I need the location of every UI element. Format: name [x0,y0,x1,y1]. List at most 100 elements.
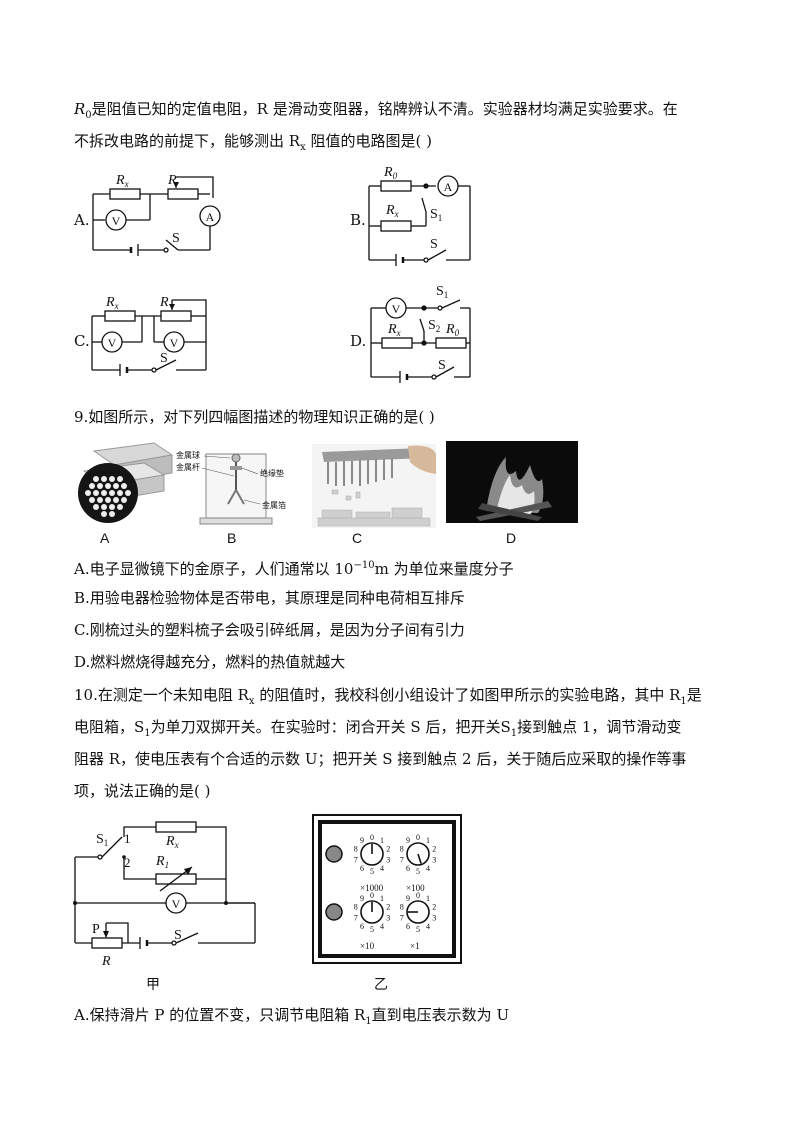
dial-digit: 2 [432,845,436,854]
svg-text:R: R [159,295,169,310]
q9-stem: 9.如图所示，对下列四幅图描述的物理知识正确的是( ) [74,408,435,426]
q8-option-d-label: D. [350,332,367,350]
dial-digit: 8 [400,845,404,854]
q10-stem-line1: 10.在测定一个未知电阻 Rx 的阻值时，我校科创小组设计了如图甲所示的实验电路… [74,686,702,707]
dial-digit: 6 [360,864,364,873]
svg-text:V: V [392,302,401,316]
q9-photo-d-fire [446,441,578,523]
svg-text:金属杆: 金属杆 [176,462,200,472]
q8-option-b-label: B. [350,211,366,229]
dial-digit: 5 [370,925,374,934]
svg-text:×1: ×1 [410,941,420,951]
svg-text:V: V [170,336,179,350]
dial-digit: 2 [432,903,436,912]
svg-text:R0: R0 [445,322,460,338]
dial-digit: 0 [416,833,420,842]
dial-digit: 6 [406,922,410,931]
dial-digit: 3 [432,913,436,922]
svg-text:S1: S1 [430,207,442,223]
svg-text:Rx: Rx [105,295,119,311]
q10-stem-line4: 项，说法正确的是( ) [74,782,211,800]
dial-digit: 4 [380,922,384,931]
svg-text:A: A [444,180,453,194]
q10-stem-line2: 电阻箱，S1为单刀双掷开关。在实验时：闭合开关 S 后，把开关S1接到触点 1，… [74,718,682,739]
dial-digit: 9 [360,894,364,903]
q10-option-a: A.保持滑片 P 的位置不变，只调节电阻箱 R1直到电压表示数为 U [74,1006,510,1027]
dial-digit: 0 [416,891,420,900]
svg-text:P: P [92,922,100,937]
dial-digit: 4 [426,864,430,873]
dial-digit: 9 [406,836,410,845]
q8-stem-line1: R0是阻值已知的定值电阻，R 是滑动变阻器，铭牌辨认不清。实验器材均满足实验要求… [74,100,678,121]
svg-text:Rx: Rx [385,203,399,219]
q8-stem-line2: 不拆改电路的前提下，能够测出 Rx 阻值的电路图是( ) [74,132,432,153]
svg-text:R: R [167,173,177,188]
svg-text:V: V [172,897,181,911]
q8-circuit-b: R0 A Rx S1 S [368,165,471,266]
dial-digit: 9 [406,894,410,903]
q10-stem-line3: 阻器 R，使电压表有个合适的示数 U；把开关 S 接到触点 2 后，关于随后应采… [74,750,687,768]
q9-option-a: A.电子显微镜下的金原子，人们通常以 10−10m 为单位来量度分子 [74,560,514,578]
dial-digit: 7 [400,855,404,864]
q9-photo-a-gold-atoms [78,442,174,523]
dial-digit: 8 [400,903,404,912]
svg-text:绝缘垫: 绝缘垫 [260,468,284,478]
q10-figure-jia-caption: 甲 [146,977,160,993]
svg-text:×100: ×100 [406,883,425,893]
svg-text:R: R [101,954,111,969]
dial-digit: 6 [360,922,364,931]
dial-digit: 0 [370,833,374,842]
q8-option-c-label: C. [74,332,90,350]
dial-pointer [417,853,422,864]
svg-text:S1: S1 [96,832,108,848]
q8-circuit-a: Rx R V A S [92,173,221,256]
q8-option-a-label: A. [74,211,90,229]
dial-digit: 5 [416,925,420,934]
q10-figure-jia-circuit: S1 1 2 Rx R1 V P R S [73,821,256,969]
svg-text:Rx: Rx [165,834,179,850]
q9-photo-c-comb-paper [312,444,436,528]
dial-digit: 1 [380,894,384,903]
q8-circuit-d: V S1 Rx S2 R0 S [370,284,471,383]
dial-digit: 4 [426,922,430,931]
dial-digit: 8 [354,845,358,854]
dial-digit: 7 [400,913,404,922]
dial-digit: 4 [380,864,384,873]
q9-caption-b: B [227,530,237,546]
dial-digit: 2 [386,845,390,854]
q9-caption-c: C [352,530,363,546]
q8-circuit-c: Rx R V V S [91,295,207,376]
dial-digit: 8 [354,903,358,912]
svg-text:S: S [160,351,168,366]
svg-text:×10: ×10 [360,941,375,951]
svg-text:A: A [206,210,215,224]
q9-caption-a: A [100,530,110,546]
dial-digit: 5 [370,867,374,876]
dial-digit: 3 [386,855,390,864]
svg-text:S2: S2 [428,318,440,334]
svg-text:Rx: Rx [387,322,401,338]
dial-digit: 1 [426,836,430,845]
dial-digit: 9 [360,836,364,845]
dial-digit: 7 [354,855,358,864]
q9-photo-b-electroscope: 金属球 金属杆 绝缘垫 金属箔 [176,450,286,525]
svg-text:金属球: 金属球 [176,450,200,460]
dial-digit: 2 [386,903,390,912]
svg-text:S: S [430,237,438,252]
dial-digit: 1 [426,894,430,903]
dial-digit: 6 [406,864,410,873]
svg-text:S1: S1 [436,284,448,300]
q9-caption-d: D [506,530,517,546]
rx-label: Rx [115,173,129,189]
dial-digit: 7 [354,913,358,922]
svg-text:1: 1 [124,831,131,846]
svg-text:2: 2 [124,855,131,870]
svg-text:S: S [438,358,446,373]
dial-digit: 0 [370,891,374,900]
svg-text:V: V [108,336,117,350]
dial-digit: 5 [416,867,420,876]
q10-figure-yi-caption: 乙 [374,977,388,993]
svg-text:金属箔: 金属箔 [262,500,286,510]
